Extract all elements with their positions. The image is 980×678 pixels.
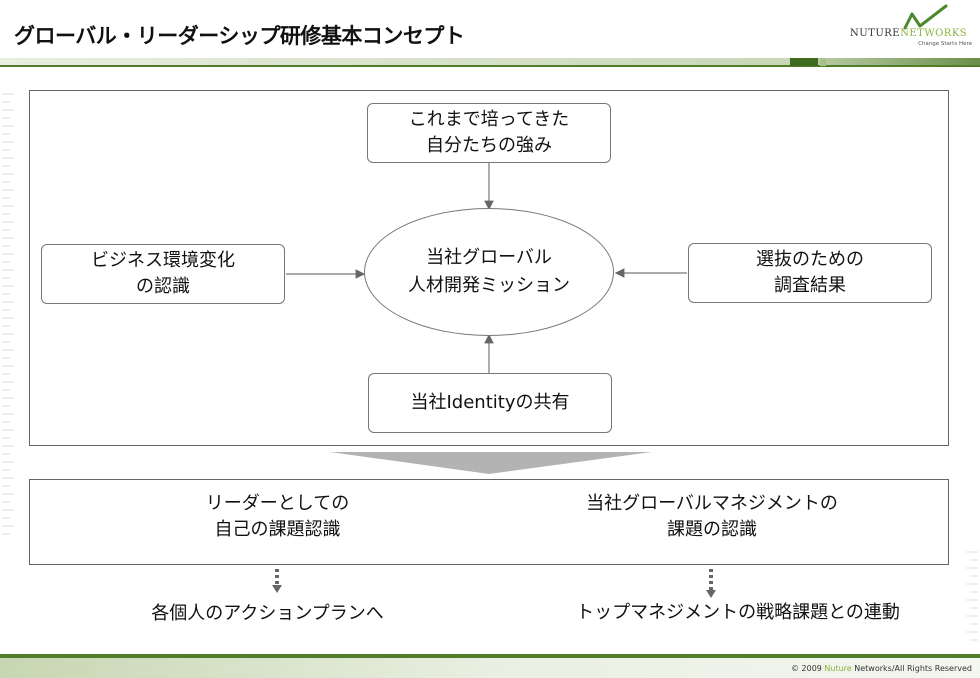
box-survey-line1: 選抜のための [756, 249, 864, 270]
copyright-notice: © 2009 Nuture Networks/All Rights Reserv… [791, 664, 972, 673]
copyright-brand: Nuture [824, 664, 852, 673]
box-identity: 当社Identityの共有 [368, 373, 612, 433]
logo-name: NUTURENETWORKS [850, 28, 975, 39]
slide-title: グローバル・リーダーシップ研修基本コンセプト [14, 24, 465, 48]
box-business-line1: ビジネス環境変化 [91, 250, 235, 271]
dotted-arrow-left-head [272, 585, 282, 593]
outcome-left-line1: リーダーとしての [205, 493, 350, 514]
box-strengths: これまで培ってきた 自分たちの強み [367, 103, 611, 163]
box-business-environment: ビジネス環境変化 の認識 [41, 244, 285, 304]
left-tick-decoration [2, 93, 14, 535]
result-action-plan: 各個人のアクションプランへ [151, 603, 384, 624]
outcome-management-awareness: 当社グローバルマネジメントの 課題の認識 [552, 491, 872, 543]
result-strategy-link: トップマネジメントの戦略課題との連動 [576, 602, 900, 623]
box-identity-label: 当社Identityの共有 [410, 392, 570, 413]
copyright-prefix: © 2009 [790, 664, 825, 673]
outcome-left-line2: 自己の課題認識 [214, 519, 341, 540]
logo-checkmark-icon [903, 4, 948, 30]
dotted-arrow-right-head [706, 590, 716, 598]
center-mission-line1: 当社グローバル [426, 247, 552, 268]
center-mission-ellipse: 当社グローバル 人材開発ミッション [364, 208, 614, 336]
box-strengths-line1: これまで培ってきた [408, 109, 570, 130]
header-band [0, 58, 980, 67]
box-survey-results: 選抜のための 調査結果 [688, 243, 932, 303]
outcome-right-line1: 当社グローバルマネジメントの [586, 493, 838, 514]
logo-name-part1: NUTURE [850, 28, 901, 39]
copyright-suffix: Networks/All Rights Reserved [851, 664, 972, 673]
logo-name-part2: NETWORKS [900, 28, 968, 39]
company-logo: NUTURENETWORKS Change Starts Here [850, 4, 975, 52]
concept-diagram-frame [29, 90, 949, 446]
outcome-frame [29, 479, 949, 565]
box-strengths-line2: 自分たちの強み [426, 135, 552, 156]
right-tick-decoration [966, 551, 978, 641]
box-survey-line2: 調査結果 [774, 275, 846, 296]
footer-band [0, 654, 980, 678]
logo-tagline: Change Starts Here [918, 41, 972, 47]
down-chevron-icon [330, 452, 652, 474]
box-business-line2: の認識 [136, 276, 190, 297]
center-mission-line2: 人材開発ミッション [408, 275, 570, 296]
outcome-leader-awareness: リーダーとしての 自己の課題認識 [150, 491, 405, 543]
outcome-right-line2: 課題の認識 [667, 519, 757, 540]
